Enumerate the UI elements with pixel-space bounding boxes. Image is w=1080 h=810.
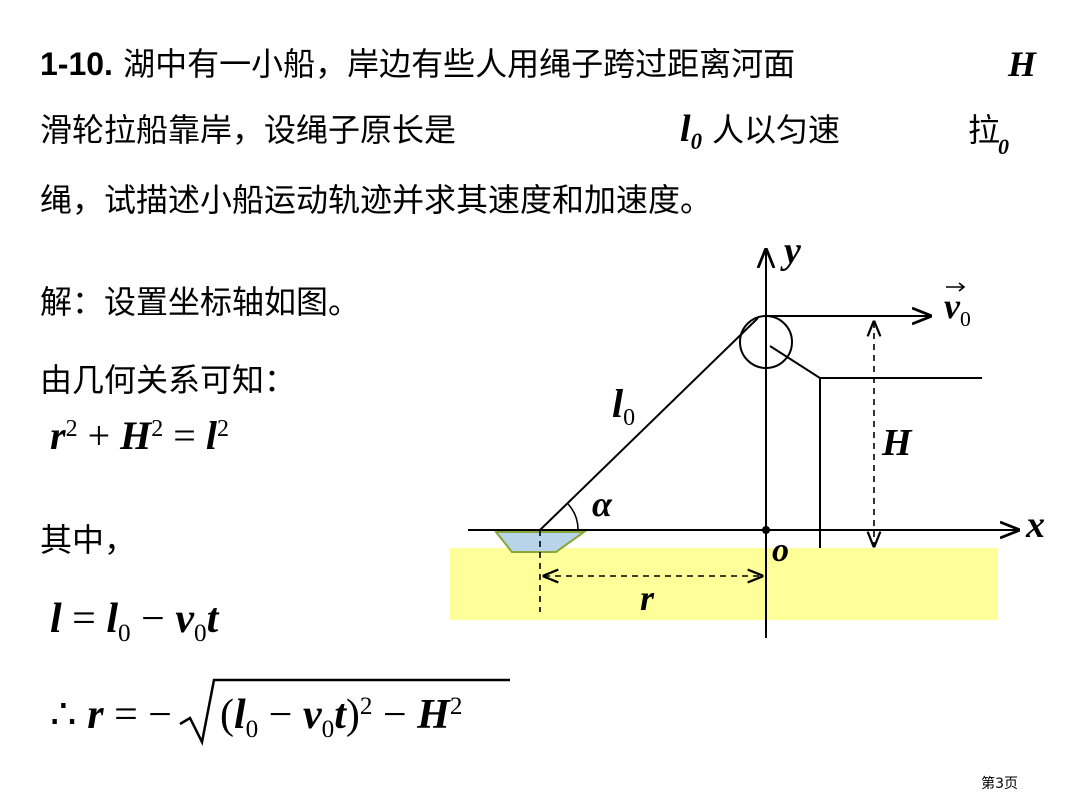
x-axis-label: x [1026,504,1045,546]
problem-line2-c: 拉 [968,111,1001,149]
problem-number: 1-10. [40,46,113,82]
solution-intro: 解：设置坐标轴如图。 [40,283,361,321]
equation-1: r2 + H2 = l2 [50,413,229,458]
problem-line-1: 1-10. 湖中有一小船，岸边有些人用绳子跨过距离河面 [40,48,795,80]
alpha-arc [567,503,579,531]
problem-var-l0: l0 [680,108,702,154]
problem-var-v0-sub: 0 [998,134,1009,159]
y-axis-label: y [784,230,801,272]
alpha-label: α [592,484,612,524]
H-label: H [882,422,912,464]
problem-line2-b: 人以匀速 [712,111,841,149]
l0-label: l0 [612,381,636,432]
origin-point [762,526,770,534]
rope-l0 [539,317,759,531]
problem-line2-a: 滑轮拉船靠岸，设绳子原长是 [40,111,457,149]
page-number: 第3页 [981,776,1018,792]
solution-geometry: 由几何关系可知： [40,361,297,399]
origin-label: o [772,532,789,569]
water-region [450,548,998,620]
problem-var-H: H [1008,44,1037,84]
problem-line1-text: 湖中有一小船，岸边有些人用绳子跨过距离河面 [123,45,796,83]
solution-where: 其中， [40,521,137,559]
v0-label: v0 [944,286,971,331]
problem-line-3: 绳，试描述小船运动轨迹并求其速度和加速度。 [40,181,713,219]
equation-3: ∴ r = − [50,692,172,738]
equation-3-radicand: (l0 − v0t)2 − H2 [220,692,463,743]
equation-2: l = l0 − v0t [50,596,219,647]
r-label: r [640,578,655,618]
